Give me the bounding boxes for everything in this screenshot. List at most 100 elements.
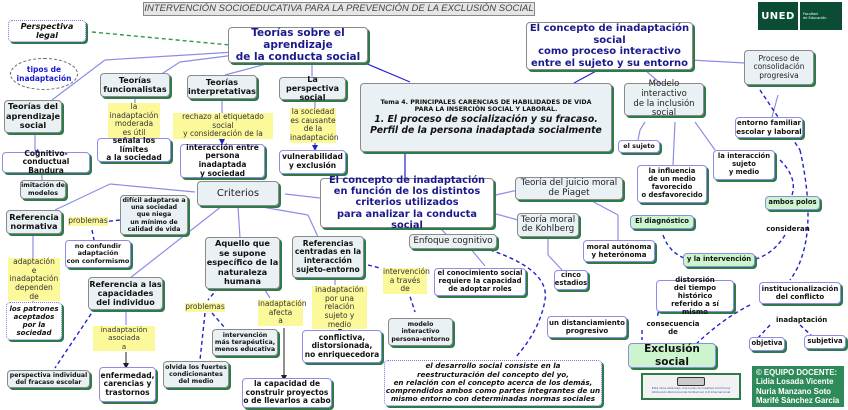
label-problemas-normativa: problemas (68, 216, 108, 226)
node-label: un distanciamiento progresivo (549, 318, 625, 335)
node-interaccion-persona[interactable]: interacción entre persona inadaptada y s… (180, 142, 265, 178)
node-label: moral autónoma y heterónoma (586, 242, 652, 259)
label-sociedad-causante: la sociedad es causante de la inadaptaci… (290, 107, 339, 143)
node-label: imitación de modelos (21, 182, 65, 197)
node-conflictiva[interactable]: conflictiva, distorsionada, no enriquece… (302, 330, 382, 363)
node-imitacion-modelos[interactable]: imitación de modelos (20, 180, 66, 199)
node-capacidad-construir[interactable]: la capacidad de construir proyectos o de… (242, 378, 332, 408)
node-tema-central[interactable]: Tema 4. PRINCIPALES CARENCIAS DE HABILID… (360, 83, 612, 152)
node-label: ambos polos (768, 198, 817, 207)
node-label: Enfoque cognitivo (413, 236, 493, 247)
faculty-logo: Facultad de Educación (800, 2, 842, 30)
node-cognitivo-conductual[interactable]: Cognitivo-conductual Bandura (2, 148, 90, 175)
node-moral-autonoma[interactable]: moral autónoma y heterónoma (583, 240, 655, 262)
node-label: perspectiva individual del fracaso escol… (9, 371, 88, 386)
node-label: el desarrollo social consiste en la rees… (385, 361, 601, 404)
label-rechazo-etiquetado: rechazo al etiquetado social y considera… (173, 112, 273, 139)
node-label: Teorías interpretativas (188, 77, 256, 96)
node-senala-limites[interactable]: señala los límites a la sociedad (97, 136, 171, 163)
node-objetiva[interactable]: objetiva (749, 337, 785, 351)
node-label: los patrones aceptados por la sociedad (9, 304, 59, 338)
node-label: Exclusión social (644, 343, 700, 368)
node-modelo-interactivo-inclusion[interactable]: Modelo interactivo de la inclusión socia… (624, 78, 704, 119)
node-label: entorno familiar escolar y laboral (736, 119, 802, 136)
node-perspectiva-legal[interactable]: Perspectiva legal (8, 20, 86, 42)
logo-text: UNED (761, 10, 795, 22)
node-enfoque-cognitivo[interactable]: Enfoque cognitivo (409, 234, 497, 249)
node-proceso-consolidacion[interactable]: Proceso de consolidación progresiva (744, 50, 814, 85)
node-label: la capacidad de construir proyectos o de… (243, 379, 331, 406)
label-problemas-naturaleza: problemas (185, 302, 225, 312)
node-no-confundir[interactable]: no confundir adaptación con conformismo (65, 240, 131, 268)
node-cinco-estadios[interactable]: cinco estadios (554, 270, 588, 290)
label-inadaptacion-moderada: la inadaptación moderada es útil (108, 102, 160, 138)
node-label: Modelo interactivo de la inclusión socia… (633, 78, 695, 119)
node-teoria-kohlberg[interactable]: Teoría moral de Kohlberg (517, 213, 579, 237)
node-influencia-medio[interactable]: la influencia de un medio favorecido o d… (637, 165, 707, 203)
node-vulnerabilidad[interactable]: vulnerabilidad y exclusión (279, 150, 346, 174)
node-distanciamiento[interactable]: un distanciamiento progresivo (547, 316, 627, 338)
faculty-logo-text: Facultad de Educación (803, 11, 827, 20)
node-desarrollo-social[interactable]: el desarrollo social consiste en la rees… (384, 360, 602, 406)
node-referencia-capacidades[interactable]: Referencia a las capacidades del individ… (88, 277, 163, 310)
label-intervencion-traves: intervención a través de (383, 267, 430, 294)
label-inadaptacion-relacion: inadaptación por una relación sujeto y m… (312, 285, 367, 330)
node-tipos-inadaptacion[interactable]: tipos de inadaptación (10, 58, 78, 90)
node-label: difícil adaptarse a una sociedad que nie… (122, 197, 186, 233)
node-label: Proceso de consolidación progresiva (753, 53, 805, 80)
node-label: Teorías sobre el aprendizaje de la condu… (235, 26, 361, 64)
node-label: objetiva (751, 339, 783, 348)
node-label: interacción entre persona inadaptada y s… (186, 142, 259, 178)
license-text: Esta obra está bajo una Licencia Creativ… (651, 386, 731, 394)
node-label: modelo interactivo persona-entorno (391, 321, 450, 343)
node-label: Cognitivo-conductual Bandura (22, 148, 70, 175)
node-juicio-moral-piaget[interactable]: Teoría del juicio moral de Piaget (515, 177, 623, 200)
node-label: la interacción sujeto y medio (717, 152, 771, 176)
node-conocimiento-social[interactable]: el conocimiento social requiere la capac… (434, 268, 526, 296)
node-teorias-funcionalistas[interactable]: Teorías funcionalistas (100, 73, 170, 97)
node-exclusion-social[interactable]: Exclusión social (628, 343, 716, 368)
node-concepto-interactivo[interactable]: El concepto de inadaptación social como … (526, 22, 693, 70)
creative-commons-badge[interactable]: Esta obra está bajo una Licencia Creativ… (641, 373, 741, 400)
node-referencia-normativa[interactable]: Referencia normativa (6, 210, 62, 234)
node-perspectiva-individual[interactable]: perspectiva individual del fracaso escol… (7, 370, 90, 388)
node-olvida-condicionantes[interactable]: olvida los fuertes condicionantes del me… (163, 361, 229, 388)
node-el-diagnostico[interactable]: El diagnóstico (630, 215, 694, 229)
node-label: institucionalización del conflicto (761, 284, 839, 301)
page-header-title: INTERVENCIÓN SOCIOEDUCATIVA PARA LA PREV… (143, 2, 535, 16)
node-y-la-intervencion[interactable]: y la intervención (683, 253, 755, 267)
node-interaccion-sujeto-medio[interactable]: la interacción sujeto y medio (713, 150, 775, 180)
node-patrones-aceptados[interactable]: los patrones aceptados por la sociedad (6, 302, 62, 340)
node-referencias-centradas[interactable]: Referencias centradas en la interacción … (292, 236, 364, 278)
node-label: Teoría moral de Kohlberg (520, 214, 576, 234)
node-label: Perspectiva legal (20, 21, 74, 40)
node-label: Teoría del juicio moral de Piaget (520, 178, 618, 198)
node-label: olvida los fuertes condicionantes del me… (165, 363, 227, 386)
node-el-sujeto[interactable]: el sujeto (618, 140, 660, 153)
node-teorias-interpretativas[interactable]: Teorías interpretativas (187, 75, 257, 99)
node-modelo-persona-entorno[interactable]: modelo interactivo persona-entorno (388, 318, 453, 346)
node-concepto-criterios[interactable]: El concepto de inadaptación en función d… (320, 175, 494, 231)
node-label: El diagnóstico (635, 217, 689, 226)
node-dificil-adaptarse[interactable]: difícil adaptarse a una sociedad que nie… (120, 195, 188, 235)
node-intervencion-terapeutica[interactable]: intervención más terapéutica, menos educ… (212, 329, 278, 356)
node-label: señala los límites a la sociedad (106, 136, 162, 163)
node-label: el sujeto (623, 141, 655, 150)
node-teorias-aprendizaje-social[interactable]: Teorías del aprendizaje social (4, 100, 62, 133)
node-criterios[interactable]: Criterios (197, 181, 279, 206)
label-inadaptacion-asociada: inadaptación asociada a (93, 325, 155, 351)
label-consecuencia-de: consecuencia de (646, 320, 700, 337)
node-entorno-familiar[interactable]: entorno familiar escolar y laboral (735, 117, 803, 138)
node-subjetiva[interactable]: subjetiva (804, 335, 846, 349)
node-perspectiva-social[interactable]: La perspectiva social (279, 75, 346, 102)
node-label: enfermedad, carencias y trastornos (100, 370, 155, 397)
node-ambos-polos[interactable]: ambos polos (765, 196, 820, 210)
node-enfermedad[interactable]: enfermedad, carencias y trastornos (99, 367, 156, 402)
node-aquello-que[interactable]: Aquello que se supone específico de la n… (205, 237, 280, 289)
label-consideran: consideran (766, 225, 810, 233)
node-institucionalizacion[interactable]: institucionalización del conflicto (759, 282, 841, 304)
node-distorsion-tiempo[interactable]: distorsión del tiempo histórico referido… (656, 276, 734, 316)
node-label: Teorías del aprendizaje social (5, 101, 61, 131)
node-teorias-aprendizaje-conducta[interactable]: Teorías sobre el aprendizaje de la condu… (228, 27, 368, 63)
